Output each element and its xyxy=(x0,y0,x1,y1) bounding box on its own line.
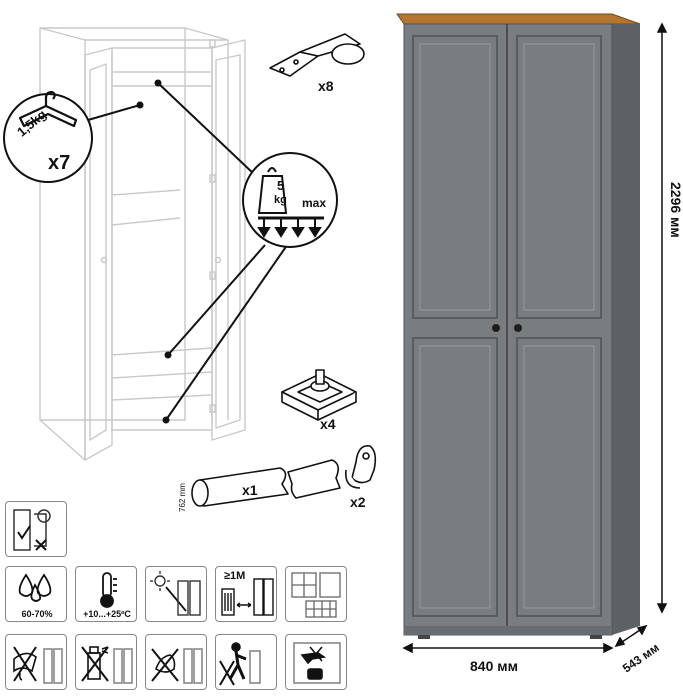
no-abrasive-icon xyxy=(145,634,207,690)
hanger-count: x7 xyxy=(48,152,71,174)
right-knob xyxy=(514,324,522,332)
left-knob xyxy=(492,324,500,332)
heater-distance-label: ≥1M xyxy=(224,570,246,582)
no-spray-icon xyxy=(75,634,137,690)
humidity-icon: 60-70% xyxy=(5,566,67,622)
shelf-load-unit: kg xyxy=(274,194,287,206)
no-wet-cloth-icon xyxy=(5,634,67,690)
shelf-load-max: max xyxy=(302,196,327,210)
hinge-count: x8 xyxy=(318,78,334,94)
rail-count: x1 xyxy=(242,482,258,498)
height-dimension: 2296 мм xyxy=(668,182,683,238)
temperature-icon: +10...+25ºC xyxy=(75,566,137,622)
shelf-load-value: 5 xyxy=(277,178,285,193)
leveler-count: x4 xyxy=(320,416,336,432)
heater-distance-icon: ≥1M xyxy=(215,566,277,622)
two-person-assembly-icon xyxy=(215,634,277,690)
sunlight-icon xyxy=(145,566,207,622)
wall-anchor-icon xyxy=(5,501,67,557)
rail-holder-count: x2 xyxy=(350,494,366,510)
window-icon xyxy=(285,566,347,622)
humidity-caption: 60-70% xyxy=(21,609,53,619)
no-heavy-load-icon xyxy=(285,634,347,690)
width-dimension: 840 мм xyxy=(470,658,518,674)
temperature-caption: +10...+25ºC xyxy=(83,609,131,619)
